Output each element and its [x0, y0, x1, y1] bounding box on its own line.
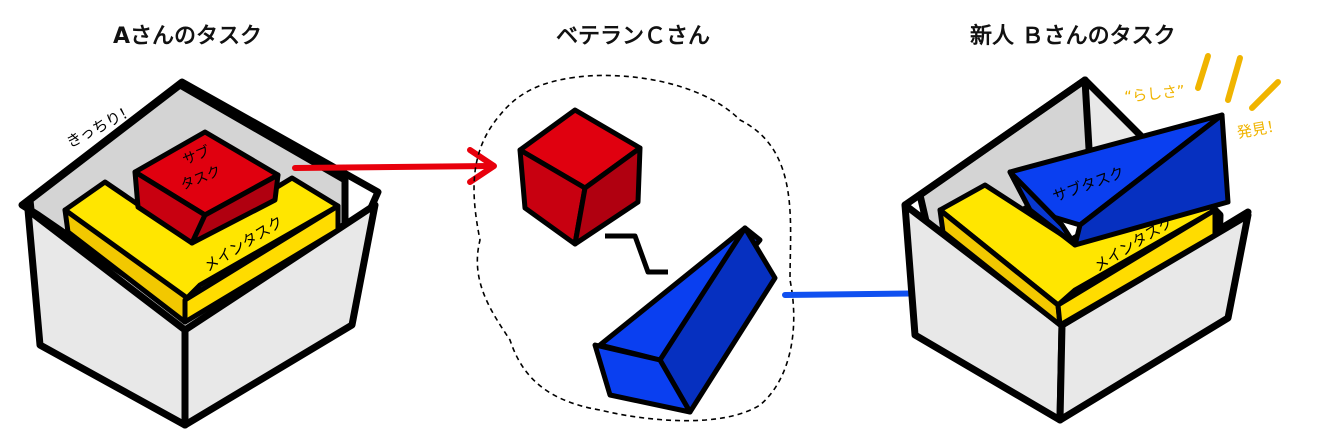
box-a: [18, 78, 382, 429]
red-cube-right: [572, 145, 643, 247]
label-rashisa: “らしさ”: [1124, 82, 1186, 106]
blue-prism-end: [592, 342, 693, 415]
sub-task-a: [132, 129, 281, 246]
veteran-dashed-boundary: [473, 74, 795, 422]
title-task-b: 新人 Ｂさんのタスク: [970, 24, 1176, 49]
title-veteran: ベテランＣさん: [556, 24, 711, 49]
burst-line-2: [1225, 55, 1243, 103]
burst-line-3: [1249, 79, 1281, 111]
sub-task-b-end: [1007, 169, 1078, 248]
arrow-red: [292, 147, 497, 185]
zigzag-connector: [605, 233, 668, 275]
red-cube: [517, 107, 643, 247]
sub-task-a-right: [189, 172, 281, 246]
burst-line-1: [1195, 53, 1211, 91]
blue-prism: [592, 225, 778, 415]
main-task-b-front: [1055, 207, 1218, 328]
main-task-a-front: [182, 203, 341, 325]
title-task-a: Aさんのタスク: [113, 24, 263, 49]
discovery-burst: [1195, 53, 1281, 111]
label-hakken: 発見！: [1236, 116, 1283, 142]
sub-task-b: [1007, 112, 1231, 248]
